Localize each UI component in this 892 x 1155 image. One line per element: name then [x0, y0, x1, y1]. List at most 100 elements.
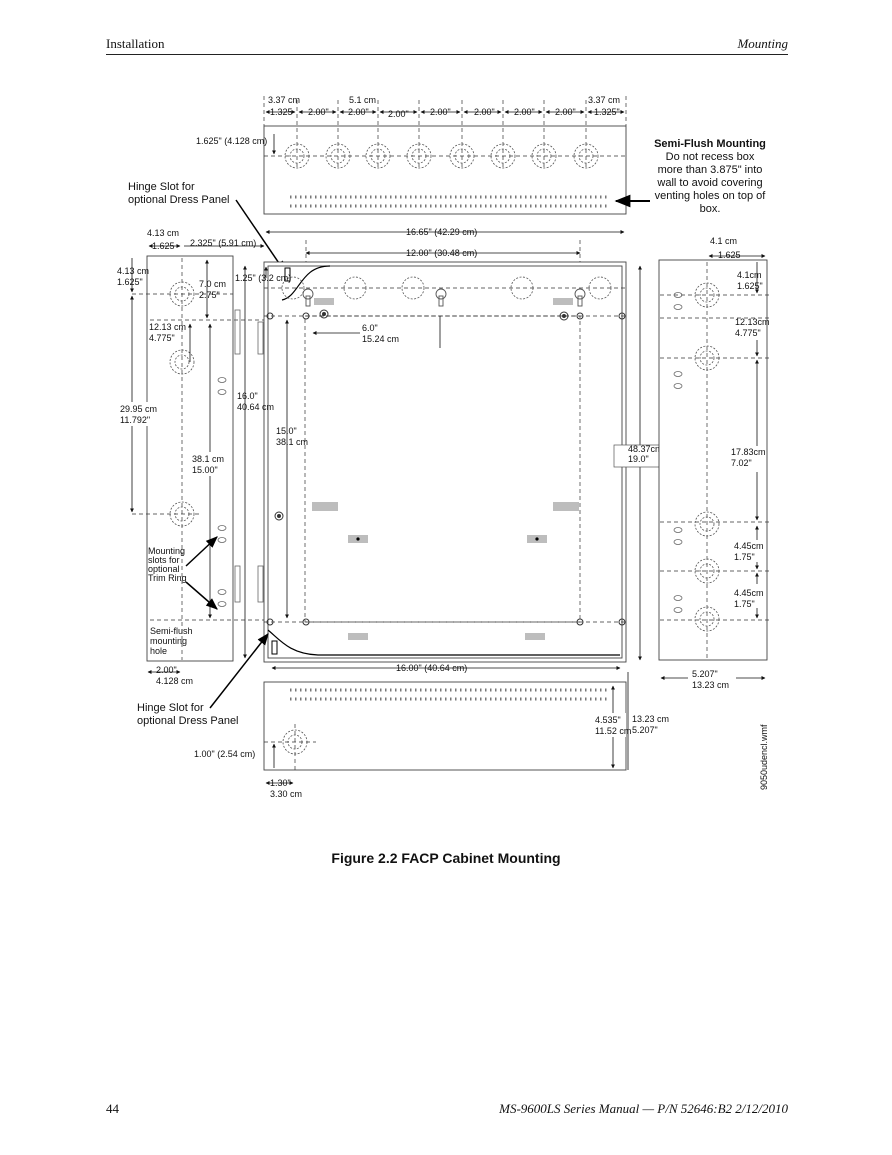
dim-bottom-1600: 16.00" (40.64 cm)	[396, 663, 467, 673]
hinge-bottom-arrow	[209, 633, 269, 709]
dim-center-1524: 15.24 cm	[362, 334, 399, 344]
dim-right-4775: 4.775"	[735, 328, 761, 338]
bottom-view: 1.00" (2.54 cm) 1.30" 3.30 cm 4.535" 11.…	[194, 672, 769, 799]
dim-height-190: 19.0"	[628, 454, 649, 464]
note-semi-flush-hole-2: mounting	[150, 636, 187, 646]
dim-left-2325: 2.325" (5.91 cm)	[190, 238, 256, 248]
figure-caption: Figure 2.2 FACP Cabinet Mounting	[331, 850, 561, 866]
dim-top-1625: 1.625" (4.128 cm)	[196, 136, 267, 146]
dim-left-160: 16.0"	[237, 391, 258, 401]
dim-top-200-b: 2.00"	[348, 107, 369, 117]
dim-height-4837: 48.37cm	[628, 444, 663, 454]
header-rule	[106, 54, 788, 55]
dim-right-5207: 5.207"	[692, 669, 718, 679]
dim-right-41cm-b: 4.1cm	[737, 270, 762, 280]
dim-right-175-a: 1.75"	[734, 552, 755, 562]
dim-bottom-130: 1.30"	[270, 778, 291, 788]
front-view: 16.65" (42.29 cm) 12.00" (30.48 cm) 6.0"…	[235, 227, 666, 673]
note-hinge-top-2: optional Dress Panel	[128, 194, 230, 206]
dim-center-60: 6.0"	[362, 323, 378, 333]
right-side-outline	[658, 259, 768, 661]
dim-left-1500: 15.00"	[192, 465, 218, 475]
dim-right-175-b: 1.75"	[734, 599, 755, 609]
note-semi-flush-line2: more than 3.875" into	[658, 164, 763, 176]
dim-top-200-a: 2.00"	[308, 107, 329, 117]
dim-top-200-e: 2.00"	[474, 107, 495, 117]
dim-left-275: 2.75"	[199, 290, 220, 300]
note-semi-flush-hole-3: hole	[150, 646, 167, 656]
dim-left-70cm: 7.0 cm	[199, 279, 226, 289]
slot-mid-right	[553, 502, 579, 511]
top-view: 3.37 cm 1.325 5.1 cm 2.00" 2.00" 2.00" 2…	[196, 95, 766, 215]
dim-width-1665: 16.65" (42.29 cm)	[406, 227, 477, 237]
slot-mid-left	[312, 502, 338, 511]
note-mount-slots-2: slots for	[148, 555, 180, 565]
slot-top-left	[314, 298, 334, 305]
dim-top-200-c: 2.00"	[388, 109, 409, 119]
dim-right-445cm-b: 4.45cm	[734, 588, 764, 598]
dim-bottom-4535: 4.535"	[595, 715, 621, 725]
footer-page-number: 44	[106, 1101, 119, 1116]
dim-right-1625-b: 1.625"	[737, 281, 763, 291]
dim-top-200-f: 2.00"	[514, 107, 535, 117]
note-mount-slots-4: Trim Ring	[148, 573, 187, 583]
hinge-bottom-slot	[271, 640, 278, 655]
dim-left-1625-b: 1.625"	[117, 277, 143, 287]
dim-right-1783cm: 17.83cm	[731, 447, 766, 457]
front-panel-inner	[267, 265, 623, 659]
hinge-top-curve	[281, 265, 331, 301]
dim-top-51cm: 5.1 cm	[349, 95, 376, 105]
note-hinge-bottom-1: Hinge Slot for	[137, 702, 204, 714]
dim-right-1323: 13.23 cm	[692, 680, 729, 690]
dim-top-200-d: 2.00"	[430, 107, 451, 117]
dim-left-4064: 40.64 cm	[237, 402, 274, 412]
dim-center-381: 38.1 cm	[276, 437, 308, 447]
header-topic: Mounting	[737, 36, 788, 51]
top-panel-outline	[263, 125, 627, 215]
dim-left-381cm: 38.1 cm	[192, 454, 224, 464]
dim-left-413cm-b: 4.13 cm	[117, 266, 149, 276]
figure-file-id: 9050udencl.wmf	[759, 724, 769, 790]
hinge-bottom-curve	[267, 629, 620, 656]
dim-top-1325-right: 1.325"	[594, 107, 620, 117]
dim-left-1213cm: 12.13 cm	[149, 322, 186, 332]
dim-right-1625: 1.625	[718, 250, 741, 260]
dim-left-200: 2.00"	[156, 665, 177, 675]
dim-bottom-5207: 5.207"	[632, 725, 658, 735]
hinge-top-slot	[284, 267, 291, 282]
dim-left-413cm: 4.13 cm	[147, 228, 179, 238]
keyholes	[302, 288, 586, 307]
dim-right-445cm-a: 4.45cm	[734, 541, 764, 551]
note-mount-slots-1: Mounting	[148, 546, 185, 556]
note-semi-flush-line4: venting holes on top of	[655, 190, 767, 202]
left-side-view: 4.13 cm 1.625 2.325" (5.91 cm) 4.13 cm 1…	[116, 228, 265, 686]
dim-bottom-1152: 11.52 cm	[595, 726, 631, 736]
slot-bottom-left	[348, 633, 368, 640]
dim-bottom-330: 3.30 cm	[270, 789, 302, 799]
dim-left-125: 1.25" (3.2 cm)	[235, 273, 291, 283]
dim-top-1325-left: 1.325	[270, 107, 293, 117]
dim-center-150: 15.0"	[276, 426, 297, 436]
note-hinge-bottom-2: optional Dress Panel	[137, 715, 239, 727]
dim-left-11792: 11.792"	[120, 415, 150, 425]
dim-top-337cm-left: 3.37 cm	[268, 95, 300, 105]
hinge-top-arrow	[235, 199, 286, 273]
dim-right-41cm: 4.1 cm	[710, 236, 737, 246]
note-semi-flush-title: Semi-Flush Mounting	[654, 138, 766, 150]
slot-top-right	[553, 298, 573, 305]
dim-top-337cm-right: 3.37 cm	[588, 95, 620, 105]
dim-right-702: 7.02"	[731, 458, 752, 468]
bottom-panel-outline	[263, 681, 627, 771]
note-semi-flush-line5: box.	[700, 203, 721, 215]
slot-bottom-right	[525, 633, 545, 640]
footer-manual-title: MS-9600LS Series Manual — P/N 52646:B2 2…	[499, 1101, 788, 1116]
dim-left-2995cm: 29.95 cm	[120, 404, 157, 414]
right-side-view: 4.1 cm 1.625 4.1cm 1.625" 12.13cm 4.775"…	[658, 236, 770, 690]
dim-left-1625: 1.625	[152, 241, 175, 251]
note-semi-flush-hole-1: Semi-flush	[150, 626, 193, 636]
dim-top-200-g: 2.00"	[555, 107, 576, 117]
dim-right-1213cm: 12.13cm	[735, 317, 770, 327]
dim-width-1200: 12.00" (30.48 cm)	[406, 248, 477, 258]
dim-left-4128: 4.128 cm	[156, 676, 193, 686]
